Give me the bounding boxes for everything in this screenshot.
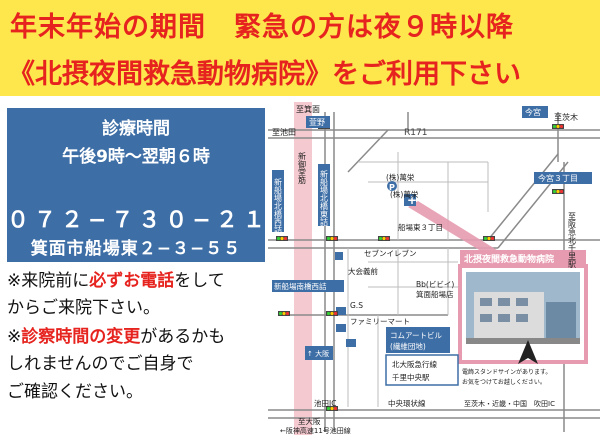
label-bb-2: 箕面船場店: [416, 289, 454, 299]
label-r171: R171: [404, 128, 427, 138]
label-hospital: 北摂夜間救急動物病院: [464, 253, 554, 265]
label-to-ikeda: 至池田: [272, 127, 296, 137]
label-sign-1: 電飾スタンドサインがあります。: [462, 368, 551, 376]
label-mansei-2: (株)萬栄: [390, 189, 419, 199]
hospital-marker: [404, 194, 416, 206]
label-ic-line: 至茨木・近畿・中国 吹田IC: [464, 399, 555, 408]
building-comart: [386, 327, 450, 353]
hours-title: 診療時間: [102, 119, 170, 139]
note-text: をして: [174, 271, 225, 291]
label-seven-eleven: セブンイレブン: [364, 248, 417, 258]
label-daiei: 大会義前: [348, 266, 378, 276]
label-imamiya: 今宮: [525, 107, 541, 117]
phone-number[interactable]: ０７２−７３０−２１９９: [7, 208, 324, 233]
label-family-mart: ファミリーマート: [350, 317, 410, 326]
note-emphasis: 必ずお電話: [89, 271, 175, 291]
banner-line-2: 《北摂夜間救急動物病院》をご利用下さい: [8, 59, 521, 90]
address: 箕面市船場東２−３−５５: [30, 239, 242, 259]
label-bb-1: Bb(ビビイ): [416, 280, 454, 289]
hospital-pointer: [408, 201, 513, 265]
svg-text:+: +: [407, 193, 417, 207]
label-kita-higashi: 新船場北橋東詰: [320, 169, 329, 227]
note-text: ※: [7, 327, 22, 347]
label-kita-nishi: 新船場北橋西詰: [274, 177, 283, 235]
note-call-ahead-2: からご来院下さい。: [7, 298, 160, 318]
label-ikeda-ic: 池田IC: [314, 398, 336, 408]
station-box: [385, 354, 459, 386]
label-hanshin: ←阪神高速11号池田線: [280, 426, 351, 435]
osaka-sign: [305, 346, 333, 360]
label-kita-osaka-1: 北大阪急行線: [392, 359, 437, 369]
label-mansei-1: (株)萬栄: [386, 172, 415, 182]
label-imamiya3: 今宮３丁目: [538, 173, 578, 183]
note-emphasis: 診察時間の変更: [21, 327, 141, 347]
note-hours-change-3: ご確認ください。: [7, 382, 143, 402]
label-minami-nishi: 新船場南橋西詰: [274, 281, 327, 291]
label-to-ibaraki: 至茨木: [554, 112, 578, 122]
hospital-label-box: [460, 250, 586, 266]
label-to-minoh: 至箕面: [296, 104, 320, 114]
label-kayano: 萱野: [309, 117, 325, 127]
label-comart-1: コムアートビル: [390, 331, 443, 340]
label-chuo: 中央環状線: [388, 398, 426, 408]
note-hours-change: ※診察時間の変更があるかも: [7, 322, 225, 347]
label-gs: G.S: [350, 301, 363, 310]
hours-value: 午後9時～翌朝６時: [62, 147, 210, 167]
note-text: ※来院前に: [7, 271, 90, 291]
label-osaka-sign: ↑ 大阪: [307, 349, 329, 358]
announcement-banner: 年末年始の期間 緊急の方は夜９時以降 《北摂夜間救急動物病院》をご利用下さい: [0, 0, 600, 96]
label-to-osaka: 至大阪: [298, 416, 321, 426]
label-shinmido: 新御堂筋: [298, 151, 307, 185]
svg-text:P: P: [389, 183, 395, 192]
parking-marker: [387, 181, 397, 191]
access-map: + P 至箕面 至池田 R171 至茨木 (株)萬栄 (株)萬栄: [268, 102, 600, 435]
label-senba3: 船場東３丁目: [398, 222, 443, 232]
label-comart-2: (繊維団地): [390, 341, 426, 351]
label-sign-2: お気をつけてお越しください。: [462, 378, 546, 386]
note-text: があるかも: [140, 327, 226, 347]
compass-icon: [518, 340, 538, 364]
clinic-info-box: 診療時間 午後9時～翌朝６時 ０７２−７３０−２１９９ 箕面市船場東２−３−５５: [7, 108, 324, 262]
label-kita-osaka-2: 千里中央駅: [392, 372, 430, 382]
note-call-ahead: ※来院前に必ずお電話をして: [7, 266, 225, 291]
label-to-senri: 至阪急北千里駅: [568, 212, 577, 269]
note-hours-change-2: しれませんのでご自身で: [7, 354, 194, 374]
banner-line-1: 年末年始の期間 緊急の方は夜９時以降: [10, 12, 514, 43]
